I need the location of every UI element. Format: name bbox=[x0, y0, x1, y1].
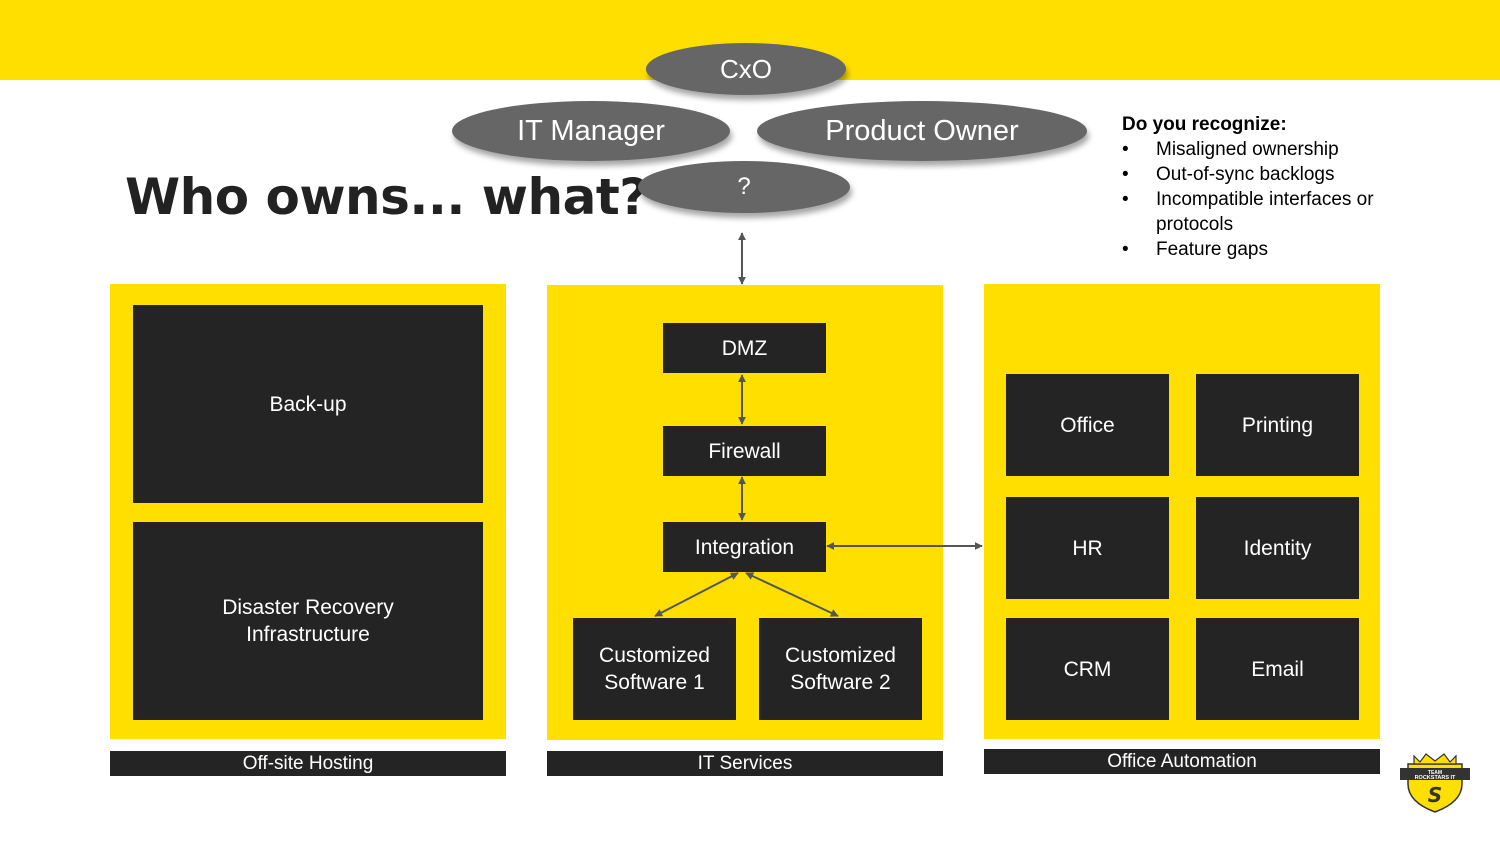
logo-line1: TEAM bbox=[1428, 770, 1442, 776]
hr-box: HR bbox=[1006, 497, 1169, 599]
recognize-list: Do you recognize: •Misaligned ownership … bbox=[1122, 112, 1422, 262]
recognize-heading: Do you recognize: bbox=[1122, 114, 1287, 135]
list-item-text: Misaligned ownership bbox=[1156, 139, 1339, 160]
email-box: Email bbox=[1196, 618, 1359, 720]
list-item: • Incompatible interfaces or protocols bbox=[1122, 187, 1406, 237]
list-item: • Out-of-sync backlogs bbox=[1122, 162, 1422, 187]
list-item-text: Incompatible interfaces or protocols bbox=[1156, 189, 1374, 235]
crm-box: CRM bbox=[1006, 618, 1169, 720]
offsite-hosting-caption: Off-site Hosting bbox=[110, 751, 506, 776]
office-box: Office bbox=[1006, 374, 1169, 476]
backup-box: Back-up bbox=[133, 305, 483, 503]
identity-box: Identity bbox=[1196, 497, 1359, 599]
logo-mark: S bbox=[1428, 783, 1442, 807]
arrow-integration-custom1 bbox=[654, 572, 739, 617]
customized-software-1-box: Customized Software 1 bbox=[573, 618, 736, 720]
arrow-integration-custom2 bbox=[745, 572, 839, 617]
rockstars-logo: TEAM ROCKSTARS IT S bbox=[1400, 753, 1470, 813]
role-product-owner: Product Owner bbox=[757, 101, 1087, 161]
dmz-box: DMZ bbox=[663, 323, 826, 373]
office-automation-caption: Office Automation bbox=[984, 749, 1380, 774]
role-cxo: CxO bbox=[646, 43, 846, 95]
bullet: • bbox=[1122, 189, 1129, 210]
list-item: • Misaligned ownership bbox=[1122, 137, 1422, 162]
list-item-text: Feature gaps bbox=[1156, 239, 1268, 260]
role-unknown: ? bbox=[638, 161, 850, 213]
role-it-manager: IT Manager bbox=[452, 101, 730, 161]
disaster-recovery-box: Disaster Recovery Infrastructure bbox=[133, 522, 483, 720]
integration-box: Integration bbox=[663, 522, 826, 572]
it-services-caption: IT Services bbox=[547, 751, 943, 776]
bullet: • bbox=[1122, 164, 1129, 185]
list-item: • Feature gaps bbox=[1122, 237, 1422, 262]
firewall-box: Firewall bbox=[663, 426, 826, 476]
list-item-text: Out-of-sync backlogs bbox=[1156, 164, 1335, 185]
bullet: • bbox=[1122, 139, 1129, 160]
printing-box: Printing bbox=[1196, 374, 1359, 476]
page-title: Who owns... what? bbox=[125, 168, 648, 226]
bullet: • bbox=[1122, 239, 1129, 260]
customized-software-2-box: Customized Software 2 bbox=[759, 618, 922, 720]
logo-line2: ROCKSTARS IT bbox=[1415, 775, 1456, 781]
